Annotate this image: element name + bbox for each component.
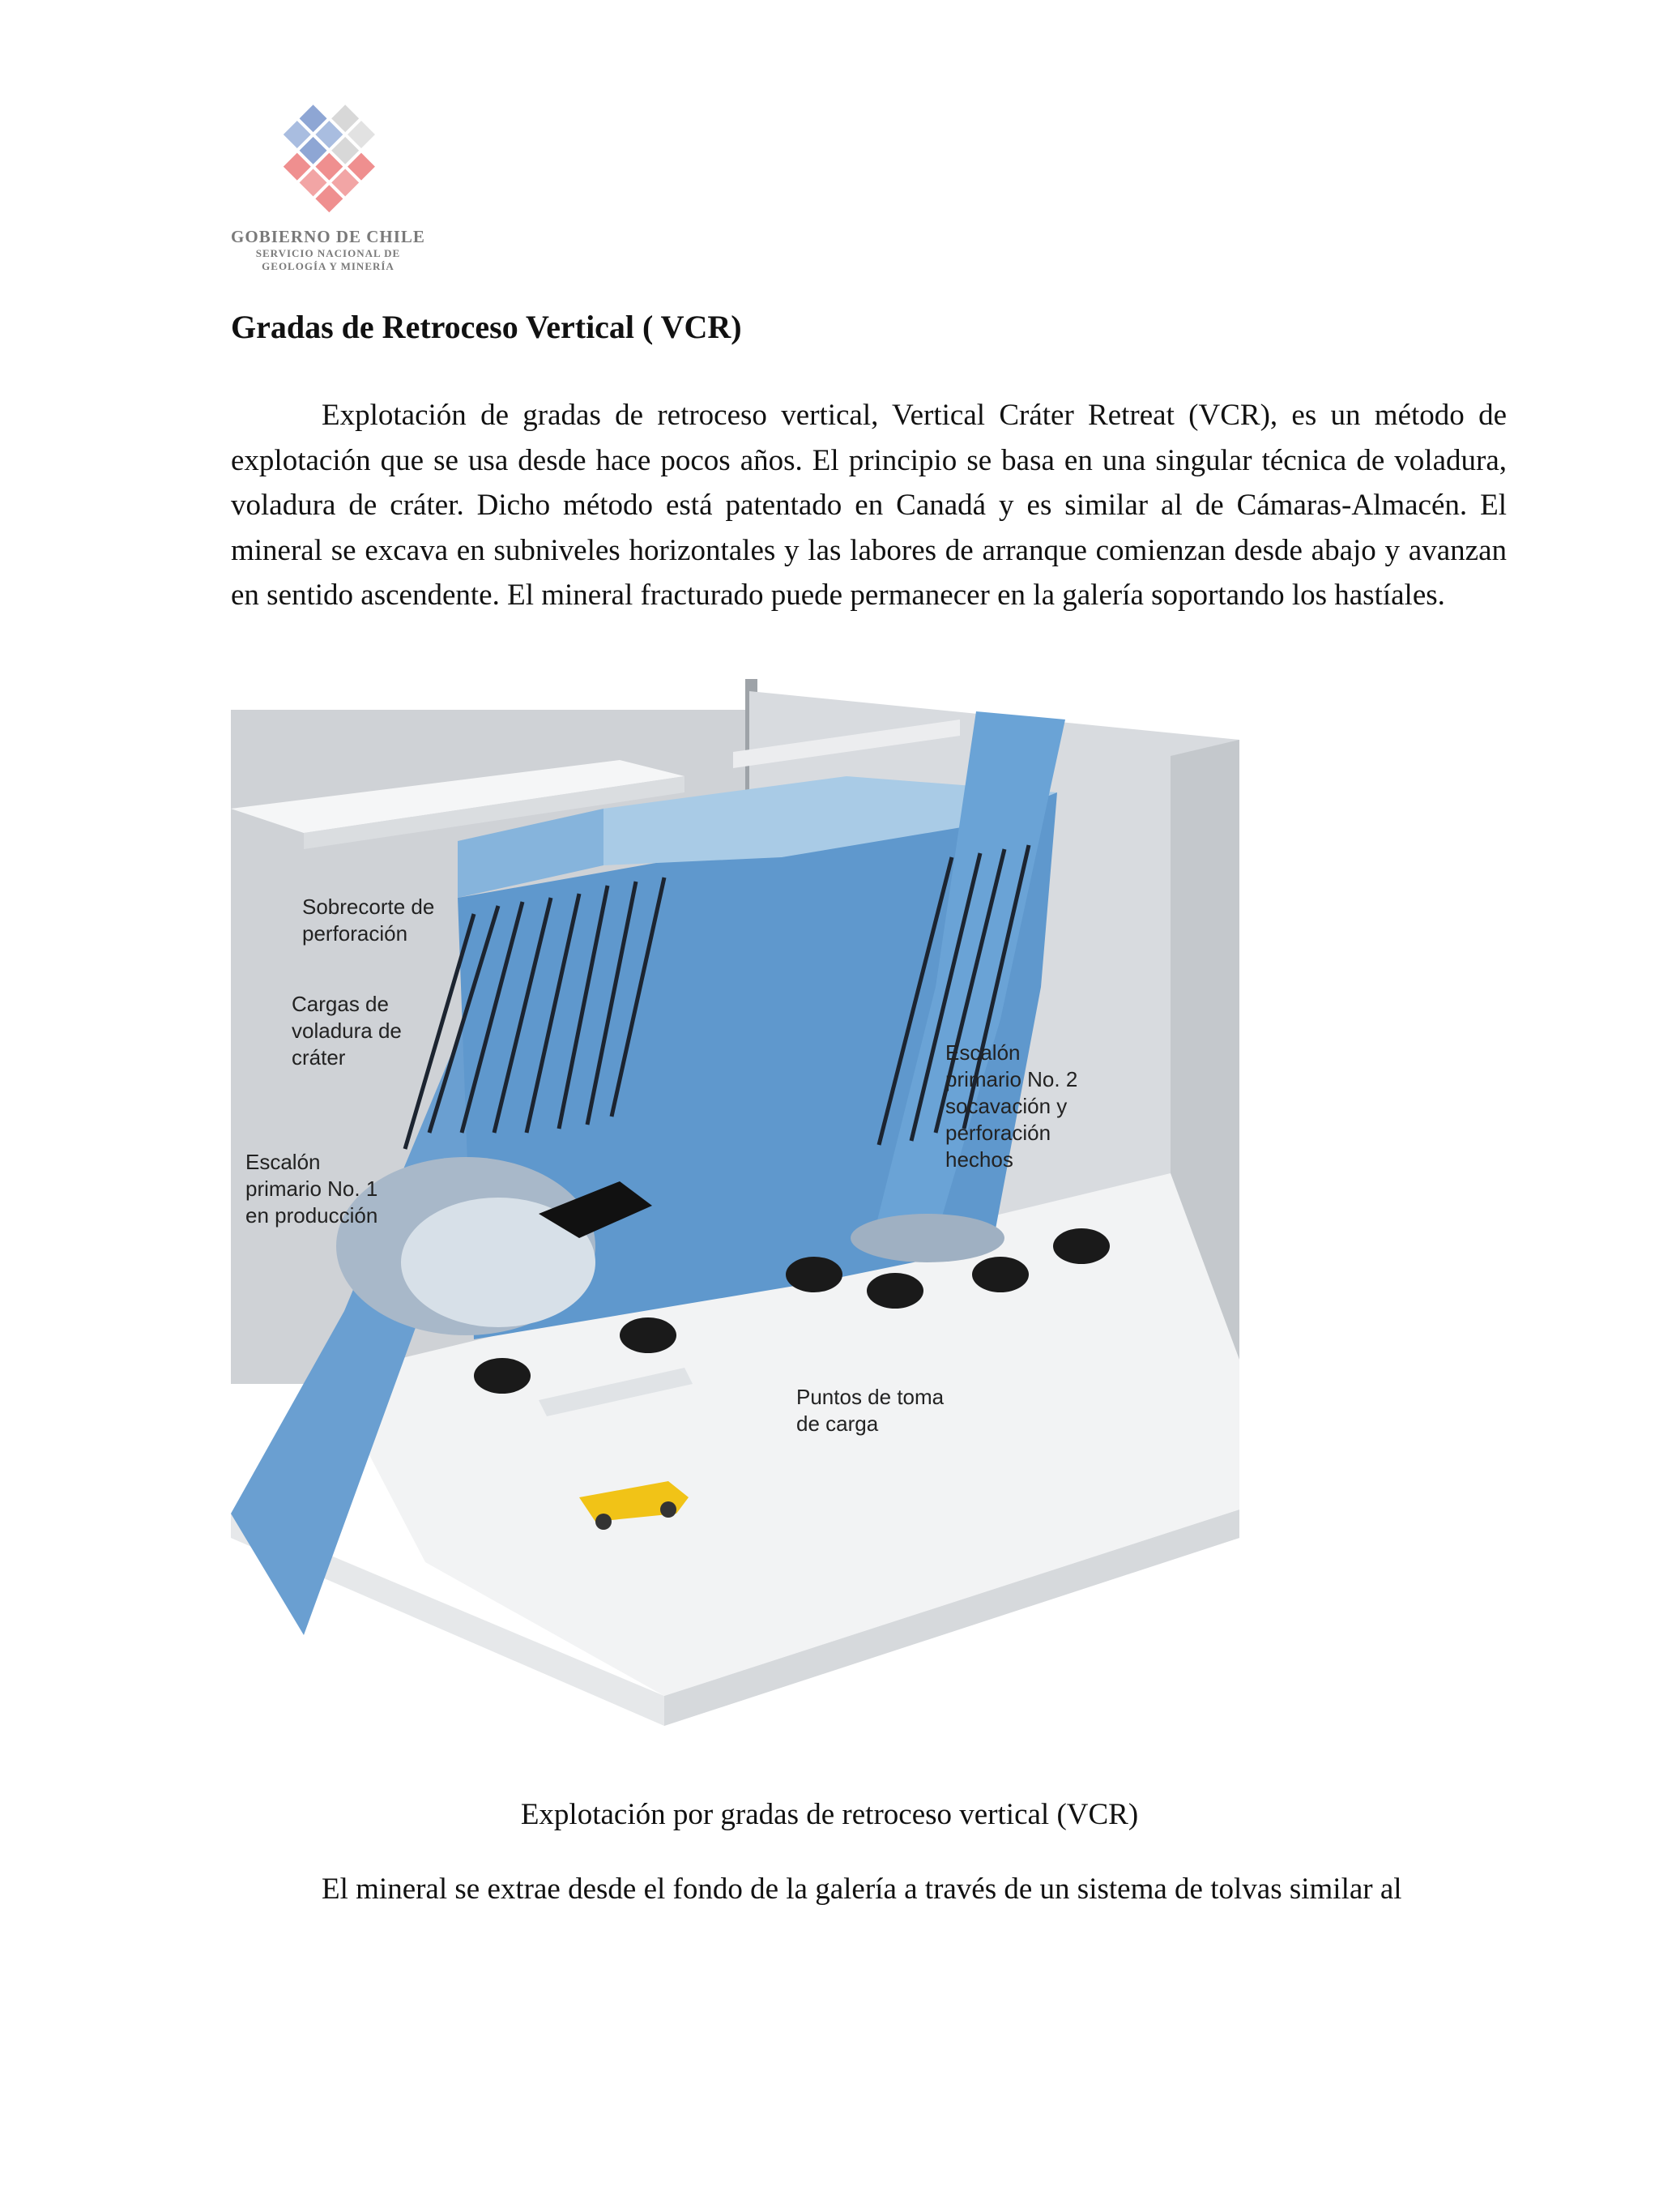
logo-line-1: GOBIERNO DE CHILE bbox=[227, 227, 429, 247]
figure-caption: Explotación por gradas de retroceso vert… bbox=[0, 1797, 1659, 1832]
label-escalon-2: Escalón primario No. 2 socavación y perf… bbox=[945, 1040, 1077, 1173]
label-puntos: Puntos de toma de carga bbox=[796, 1384, 944, 1437]
vcr-diagram: Sobrecorte de perforación Cargas de vola… bbox=[231, 679, 1268, 1726]
body-paragraph-1: Explotación de gradas de retroceso verti… bbox=[231, 393, 1507, 618]
body-paragraph-2: El mineral se extrae desde el fondo de l… bbox=[322, 1872, 1402, 1907]
label-cargas: Cargas de voladura de cráter bbox=[292, 991, 402, 1071]
logo-line-2: SERVICIO NACIONAL DE bbox=[227, 247, 429, 260]
label-sobrecorte: Sobrecorte de perforación bbox=[302, 894, 434, 947]
sernageomin-logo: GOBIERNO DE CHILE SERVICIO NACIONAL DE G… bbox=[227, 89, 429, 284]
logo-mosaic-icon bbox=[251, 89, 397, 227]
logo-line-3: GEOLOGÍA Y MINERÍA bbox=[227, 260, 429, 273]
vcr-illustration bbox=[231, 679, 1268, 1726]
figure-copyright: © Atlas Copco Rock Drills AB 2000 bbox=[928, 2087, 1175, 2212]
section-heading: Gradas de Retroceso Vertical ( VCR) bbox=[231, 308, 742, 346]
label-escalon-1: Escalón primario No. 1 en producción bbox=[245, 1149, 377, 1229]
